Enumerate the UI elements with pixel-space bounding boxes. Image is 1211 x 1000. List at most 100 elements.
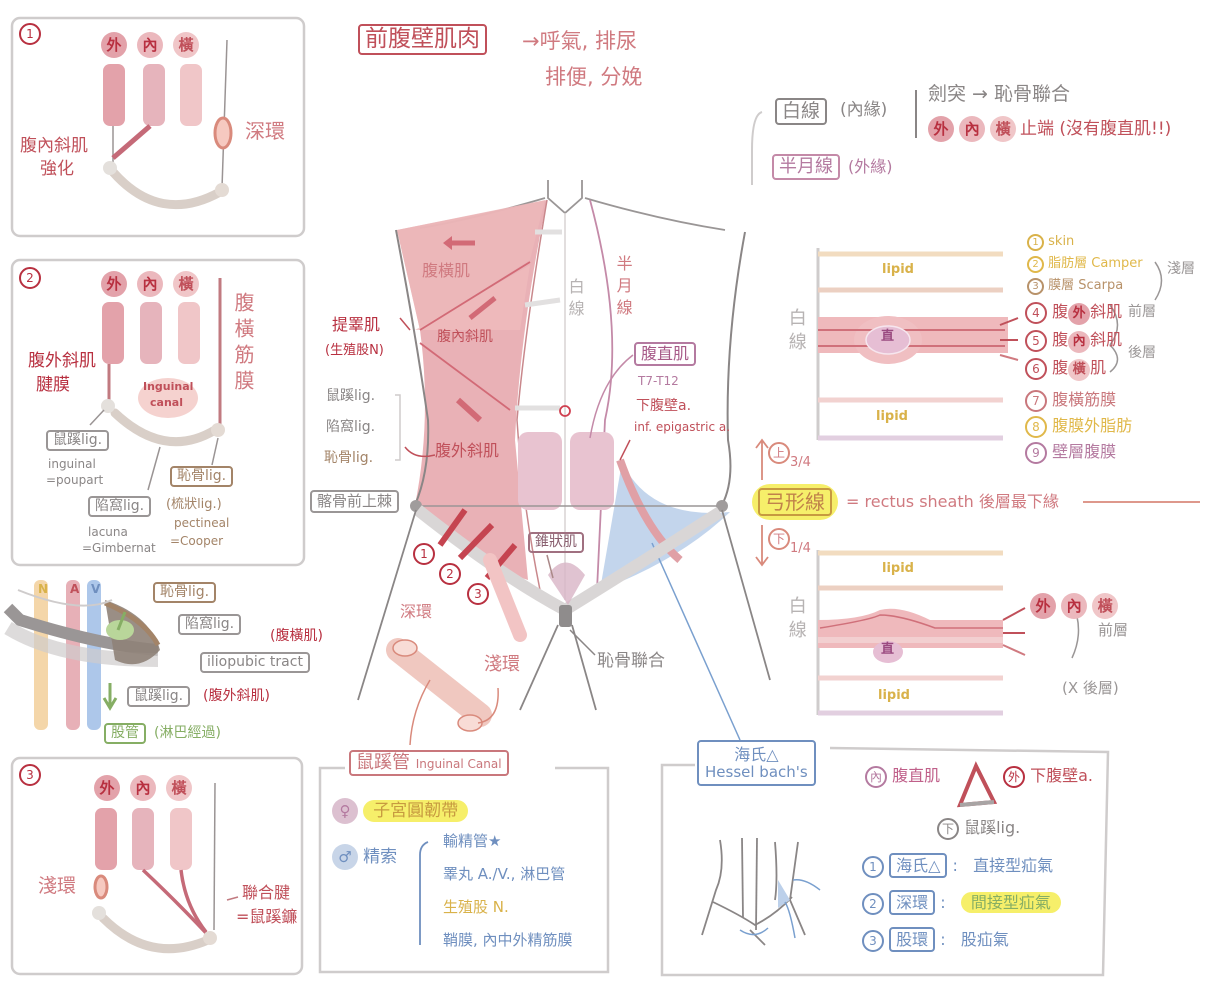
layer-item-5: 5 腹內斜肌: [1025, 330, 1122, 353]
triangle-icon: [956, 761, 998, 808]
layer-text: 壁層腹膜: [1052, 442, 1117, 461]
femoral-canal-note: (淋巴經過): [154, 725, 221, 741]
insertion-circles: 外 內 橫: [928, 116, 1017, 142]
linea-alba-extent: 劍突 → 恥骨聯合: [928, 83, 1070, 105]
medial-border: 腹直肌: [892, 766, 941, 785]
linea-alba-vertical: 白線: [565, 278, 585, 322]
circle-transversus: 橫: [1092, 593, 1119, 619]
medial-tag: 內: [865, 766, 887, 788]
layer-text: 腹: [1052, 302, 1069, 321]
female-row: ♀ 子宮圓韌帶: [332, 798, 469, 824]
hernia-type: 股疝氣: [960, 930, 1009, 949]
inguinal-canal-title-en: Inguinal Canal: [415, 757, 502, 771]
layer-text: 斜肌: [1090, 330, 1123, 349]
layer-item-2: 2 脂肪層 Camper: [1027, 256, 1143, 273]
nerve-label: N: [38, 582, 49, 596]
circle-transversus: 橫: [990, 116, 1017, 142]
circle-internal: 內: [1068, 331, 1091, 353]
panel-3-right-label-2: =鼠蹊鐮: [236, 907, 298, 926]
layer-text: 腹橫筋膜: [1052, 390, 1117, 409]
layer-number: 9: [1025, 442, 1047, 464]
panel-3-number-wrap: 3: [19, 764, 41, 786]
transversus-label: 腹橫肌: [422, 261, 471, 280]
femoral-lacunar-lig: 陷窩lig.: [178, 614, 242, 636]
layer-number: 6: [1025, 358, 1047, 380]
inguinal-canal-title-box: 鼠蹊管 Inguinal Canal: [349, 750, 509, 776]
layer-number-2: 2: [439, 563, 461, 585]
layer-text: 腹: [1052, 358, 1069, 377]
femoral-canal-label: 股管: [104, 723, 146, 745]
lacunar-en-2: =Gimbernat: [82, 541, 156, 555]
inferior-border: 鼠蹊lig.: [964, 818, 1021, 837]
arcuate-highlight: 弓形線: [752, 484, 838, 520]
panel-3-drawing: [92, 782, 239, 954]
lacunar-en-1: lacuna: [88, 525, 128, 539]
cremaster-label-1: 提睪肌: [332, 315, 381, 334]
femoral-inguinal-lig: 鼠蹊lig.: [127, 686, 191, 708]
panel-2-left-label-2: 腱膜: [36, 375, 70, 395]
hernia-site: 深環: [889, 890, 936, 915]
layer-number: 4: [1025, 302, 1047, 324]
panel-3-left-label: 淺環: [38, 875, 77, 897]
circle-external: 外: [1068, 303, 1091, 325]
lacunar-lig-label: 陷窩lig.: [88, 496, 152, 518]
inf-epigastric-label-2: inf. epigastric a.: [634, 420, 731, 434]
linea-semilunaris-label: 半月線: [772, 154, 840, 180]
female-content: 子宮圓韌帶: [363, 800, 469, 822]
male-icon: ♂: [332, 844, 358, 870]
external-oblique-note: (腹外斜肌): [203, 688, 270, 704]
torso-lig-3: 恥骨lig.: [324, 450, 374, 466]
layer-text: 膜層 Scarpa: [1048, 278, 1124, 293]
hesselbach-frame: [660, 746, 1110, 977]
inguinal-lig-en-1: inguinal: [48, 457, 96, 471]
page-title: 前腹壁肌肉: [358, 24, 487, 56]
layer-num-3-wrap: 3: [467, 583, 489, 605]
hesselbach-drawing: [701, 837, 821, 946]
layer-num-2-wrap: 2: [439, 563, 461, 585]
pectineal-en-2: =Cooper: [170, 534, 224, 548]
female-icon: ♀: [332, 798, 358, 824]
circle-internal: 內: [959, 116, 986, 142]
panel-2-frame: [10, 258, 306, 567]
lower-rectus-char: 直: [881, 642, 895, 657]
panel-2-left-label-1: 腹外斜肌: [28, 351, 96, 371]
layer-number-3: 3: [467, 583, 489, 605]
inguinal-canal-title: 鼠蹊管: [356, 752, 410, 773]
inguinal-lig-label: 鼠蹊lig.: [46, 430, 110, 452]
torso-lig-2: 陷窩lig.: [326, 419, 376, 435]
linea-alba-label: 白線: [775, 98, 828, 125]
hernia-site: 股環: [889, 927, 936, 952]
panel-1-frame: [10, 16, 306, 238]
panel-1-number: 1: [19, 23, 41, 45]
panel-3-muscle-circles: 外內橫: [94, 775, 192, 801]
circle-external: 外: [101, 32, 127, 58]
panel-1-right-label: 深環: [245, 119, 285, 143]
function-line-2: 排便, 分娩: [545, 65, 643, 89]
internal-oblique-label: 腹內斜肌: [437, 329, 493, 345]
inguinal-canal-frame: [318, 766, 610, 974]
lower-tag: 下: [768, 528, 790, 550]
hesselbach-title-2: Hessel bach's: [705, 762, 808, 781]
pyramidalis-label: 錐狀肌: [528, 532, 584, 554]
layer-number: 1: [1027, 234, 1044, 251]
linea-alba-note: (內緣): [840, 100, 888, 120]
panel-2-number: 2: [19, 267, 41, 289]
layer-item-8: 8 腹膜外脂肪: [1025, 416, 1132, 438]
inferior-border-row: 下 鼠蹊lig.: [937, 818, 1020, 840]
lateral-tag: 外: [1003, 766, 1025, 788]
hernia-type-highlighted: 間接型疝氣: [960, 892, 1061, 913]
brace-anterior: 前層: [1128, 304, 1156, 320]
layer-item-4: 4 腹外斜肌: [1025, 302, 1122, 325]
iliopubic-tract: iliopubic tract: [200, 652, 310, 674]
layer-number: 7: [1025, 390, 1047, 412]
upper-lipid-top: lipid: [882, 262, 914, 277]
rectus-label: 腹直肌: [634, 342, 697, 366]
medial-border-row: 內 腹直肌: [865, 766, 940, 788]
circle-internal: 內: [130, 775, 156, 801]
layer-text: 斜肌: [1090, 302, 1123, 321]
linea-semilunaris-note: (外緣): [848, 157, 893, 176]
pubic-symphysis-label: 恥骨聯合: [597, 651, 665, 671]
hernia-site: 海氏△: [889, 853, 948, 878]
no-posterior-note: (X 後層): [1062, 679, 1119, 697]
